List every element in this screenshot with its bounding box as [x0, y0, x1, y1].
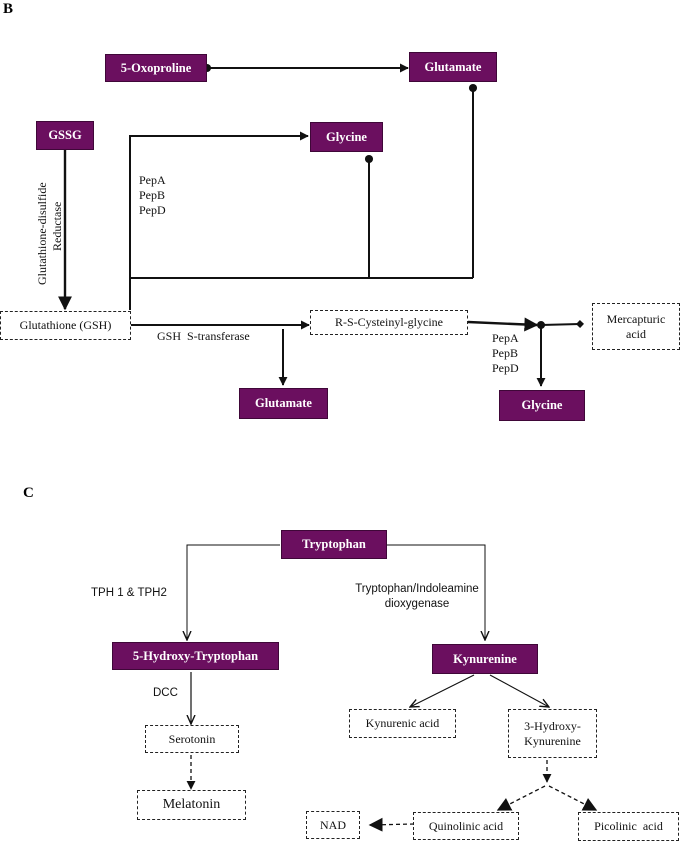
- node-nad: NAD: [306, 811, 360, 839]
- label-pep-enzymes-bottom: PepA PepB PepD: [492, 331, 519, 376]
- edge-tryptophan-to-kynurenine: [387, 544, 485, 640]
- label-glutathione-disulfide-reductase: Glutathione-disulfide Reductase: [35, 145, 65, 285]
- dioxygenase-line-2: dioxygenase: [384, 598, 450, 610]
- node-5-oxoproline: 5-Oxoproline: [105, 54, 207, 82]
- edge-junction-to-mercapturic: [536, 320, 584, 330]
- node-serotonin: Serotonin: [145, 725, 239, 753]
- node-5-hydroxy-tryptophan: 5-Hydroxy-Tryptophan: [112, 642, 279, 670]
- panel-b-letter: B: [3, 1, 14, 17]
- node-tryptophan: Tryptophan: [281, 530, 387, 559]
- dioxygenase-line-1: Tryptophan/Indoleamine: [355, 583, 479, 595]
- pep-bottom-a: PepA: [492, 331, 519, 345]
- node-mercapturic-acid: Mercapturic acid: [592, 303, 680, 350]
- pep-bottom-b: PepB: [492, 346, 519, 360]
- edge-kynurenine-to-kynurenic-acid: [410, 674, 475, 707]
- mercapturic-line-2: acid: [626, 326, 646, 341]
- pep-top-b: PepB: [139, 188, 166, 202]
- node-glutamate-bottom: Glutamate: [239, 388, 328, 419]
- pep-top-d: PepD: [139, 203, 166, 217]
- pep-bottom-d: PepD: [492, 361, 519, 375]
- label-pep-enzymes-top: PepA PepB PepD: [139, 173, 166, 218]
- node-glutathione-gsh: Glutathione (GSH): [0, 311, 131, 340]
- edge-to-quinolinic-acid: [496, 785, 546, 811]
- edge-quinolinic-acid-to-nad: [368, 817, 415, 832]
- node-r-s-cysteinyl-glycine: R-S-Cysteinyl-glycine: [310, 310, 468, 335]
- edge-gsh-to-glycine: [129, 131, 309, 310]
- node-kynurenic-acid: Kynurenic acid: [349, 709, 456, 738]
- node-gssg: GSSG: [36, 121, 94, 150]
- edge-tryptophan-to-hydroxy-tryptophan: [187, 544, 280, 640]
- hydroxy-kynurenine-line-1: 3-Hydroxy-: [524, 718, 581, 733]
- label-dcc: DCC: [153, 687, 178, 699]
- mercapturic-line-1: Mercapturic: [606, 311, 666, 326]
- node-melatonin: Melatonin: [137, 790, 246, 820]
- node-quinolinic-acid: Quinolinic acid: [413, 812, 519, 840]
- panel-c-letter: C: [23, 485, 34, 501]
- pep-top-a: PepA: [139, 173, 166, 187]
- hydroxy-kynurenine-line-2: Kynurenine: [524, 733, 581, 748]
- node-glycine-top: Glycine: [310, 122, 383, 152]
- label-gsh-s-transferase: GSH S-transferase: [157, 329, 250, 343]
- edge-to-picolinic-acid: [548, 785, 598, 811]
- node-kynurenine: Kynurenine: [432, 644, 538, 674]
- panel-c-connectors: [187, 544, 598, 832]
- reductase-line-1: Glutathione-disulfide: [35, 182, 49, 285]
- label-tryptophan-indoleamine-dioxygenase: Tryptophan/Indoleamine dioxygenase: [337, 582, 497, 612]
- node-glutamate-top: Glutamate: [409, 52, 497, 82]
- node-picolinic-acid: Picolinic acid: [578, 812, 679, 841]
- node-3-hydroxy-kynurenine: 3-Hydroxy- Kynurenine: [508, 709, 597, 758]
- node-glycine-bottom: Glycine: [499, 390, 585, 421]
- label-tph1-tph2: TPH 1 & TPH2: [91, 587, 167, 599]
- edge-kynurenine-to-hydroxy-kynurenine: [489, 674, 549, 707]
- reductase-line-2: Reductase: [50, 201, 64, 251]
- panel-b-connectors: [58, 63, 584, 387]
- edge-cysteinyl-glycine-to-junction: [467, 317, 539, 332]
